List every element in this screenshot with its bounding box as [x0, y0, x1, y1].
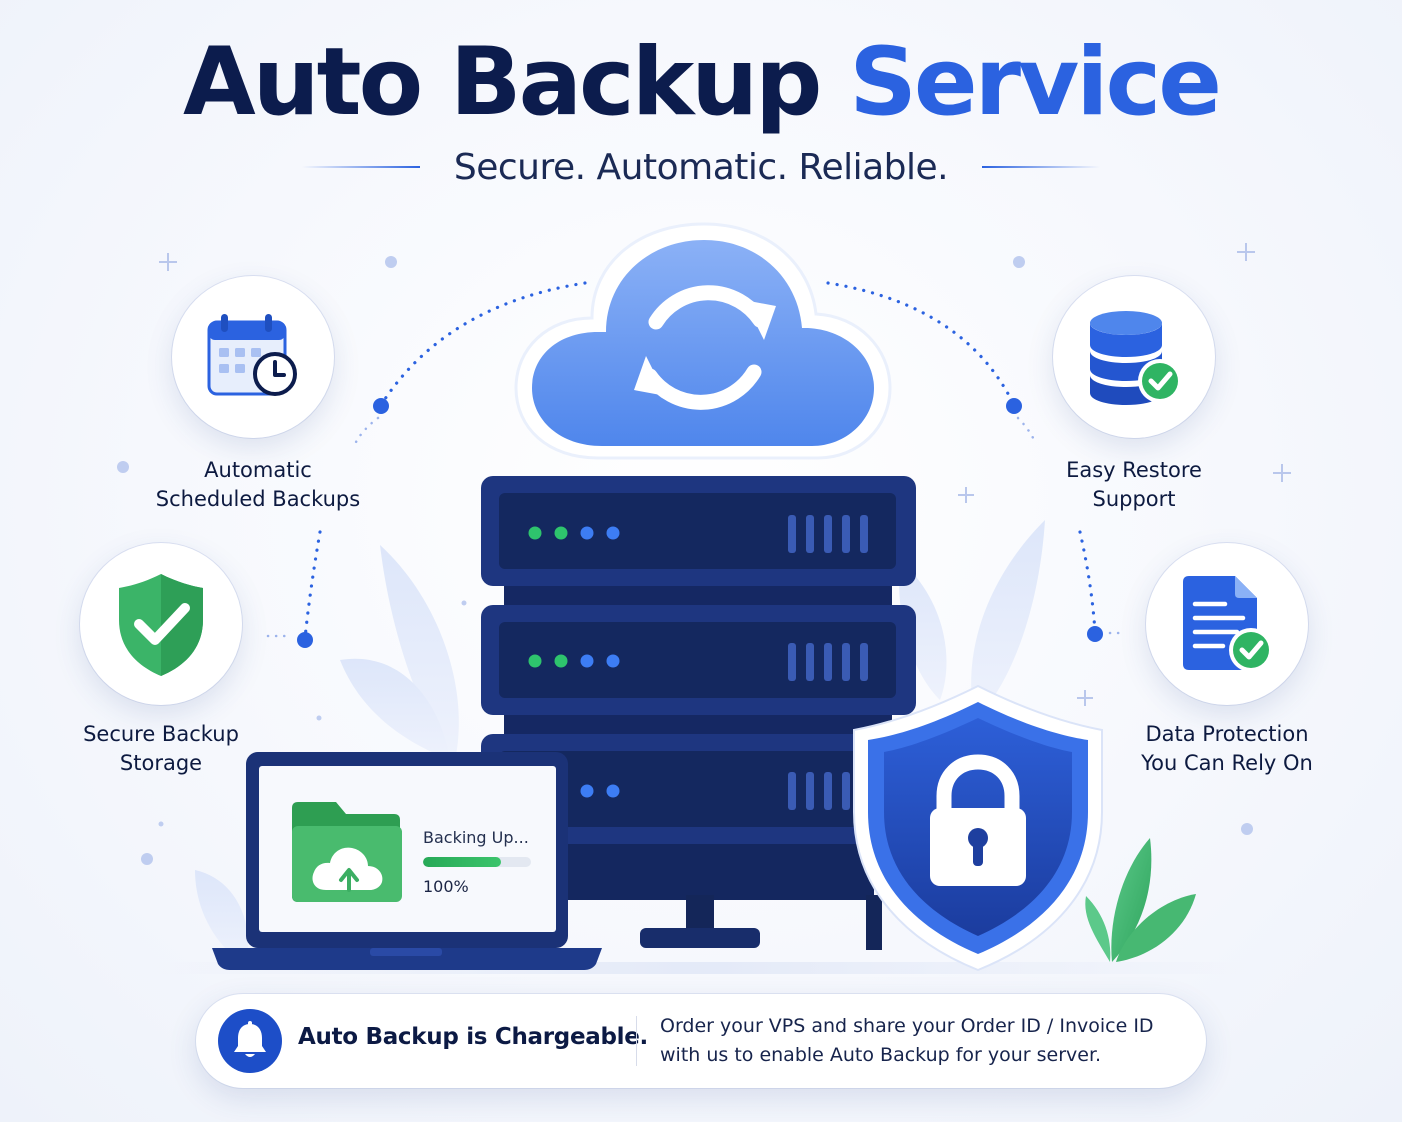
- feature-scheduled-circle: [172, 276, 334, 438]
- subtitle-divider-left: [301, 166, 420, 168]
- dot-decor: [117, 256, 1253, 865]
- banner-message: Order your VPS and share your Order ID /…: [660, 1012, 1180, 1070]
- padlock-shield-icon: [853, 684, 1103, 972]
- feature-restore-circle: [1053, 276, 1215, 438]
- feature-scheduled-line1: Automatic: [204, 458, 312, 482]
- sparkle-decor: [159, 243, 1291, 706]
- banner-divider: [636, 1016, 637, 1066]
- feature-scheduled-label: Automatic Scheduled Backups: [130, 456, 386, 514]
- feature-restore-label: Easy Restore Support: [1014, 456, 1254, 514]
- server-stack: [481, 476, 916, 950]
- backup-progress-fill: [423, 857, 501, 867]
- feature-protection-line2: You Can Rely On: [1141, 751, 1313, 775]
- banner-message-line1: Order your VPS and share your Order ID /…: [660, 1015, 1154, 1037]
- banner-message-line2: with us to enable Auto Backup for your s…: [660, 1044, 1102, 1066]
- leaf-decor: [195, 520, 1045, 965]
- subtitle-row: Secure. Automatic. Reliable.: [0, 142, 1402, 192]
- green-leaf-decor: [1085, 838, 1196, 962]
- title-main: Auto Backup: [183, 28, 822, 137]
- calendar-clock-icon: [207, 314, 297, 396]
- connector-arcs: [303, 281, 1097, 640]
- connector-nodes: [297, 398, 1103, 648]
- backup-status-text: Backing Up...: [423, 828, 529, 847]
- banner-title: Auto Backup is Chargeable.: [298, 1024, 648, 1050]
- laptop-illustration: [212, 752, 602, 970]
- server-vents: [788, 515, 868, 810]
- subtitle-divider-right: [982, 166, 1101, 168]
- feature-secure-storage-circle: [80, 543, 242, 705]
- feature-protection-label: Data Protection You Can Rely On: [1106, 720, 1348, 778]
- bell-icon: [234, 1021, 266, 1057]
- feature-restore-line2: Support: [1092, 487, 1176, 511]
- bell-badge: [218, 1009, 282, 1073]
- backup-progress-value: 100%: [423, 877, 469, 896]
- feature-secure-storage-label: Secure Backup Storage: [52, 720, 270, 778]
- feature-secure-storage-line2: Storage: [119, 751, 203, 775]
- feature-restore-line1: Easy Restore: [1066, 458, 1202, 482]
- title-accent: Service: [849, 28, 1222, 137]
- feature-protection-line1: Data Protection: [1145, 722, 1309, 746]
- database-check-icon: [1090, 311, 1182, 405]
- feature-protection-circle: [1146, 543, 1308, 705]
- feature-secure-storage-line1: Secure Backup: [83, 722, 239, 746]
- subtitle: Secure. Automatic. Reliable.: [453, 146, 949, 188]
- document-check-icon: [1183, 576, 1273, 672]
- server-status-leds: [528, 526, 620, 798]
- chargeable-notice-banner: Auto Backup is Chargeable. Order your VP…: [196, 994, 1206, 1088]
- shield-check-icon: [119, 574, 203, 676]
- page-title: Auto Backup Service: [0, 28, 1402, 138]
- feature-scheduled-line2: Scheduled Backups: [155, 487, 361, 511]
- cloud-sync-icon: [514, 222, 892, 460]
- backup-progress-bar: [423, 857, 531, 867]
